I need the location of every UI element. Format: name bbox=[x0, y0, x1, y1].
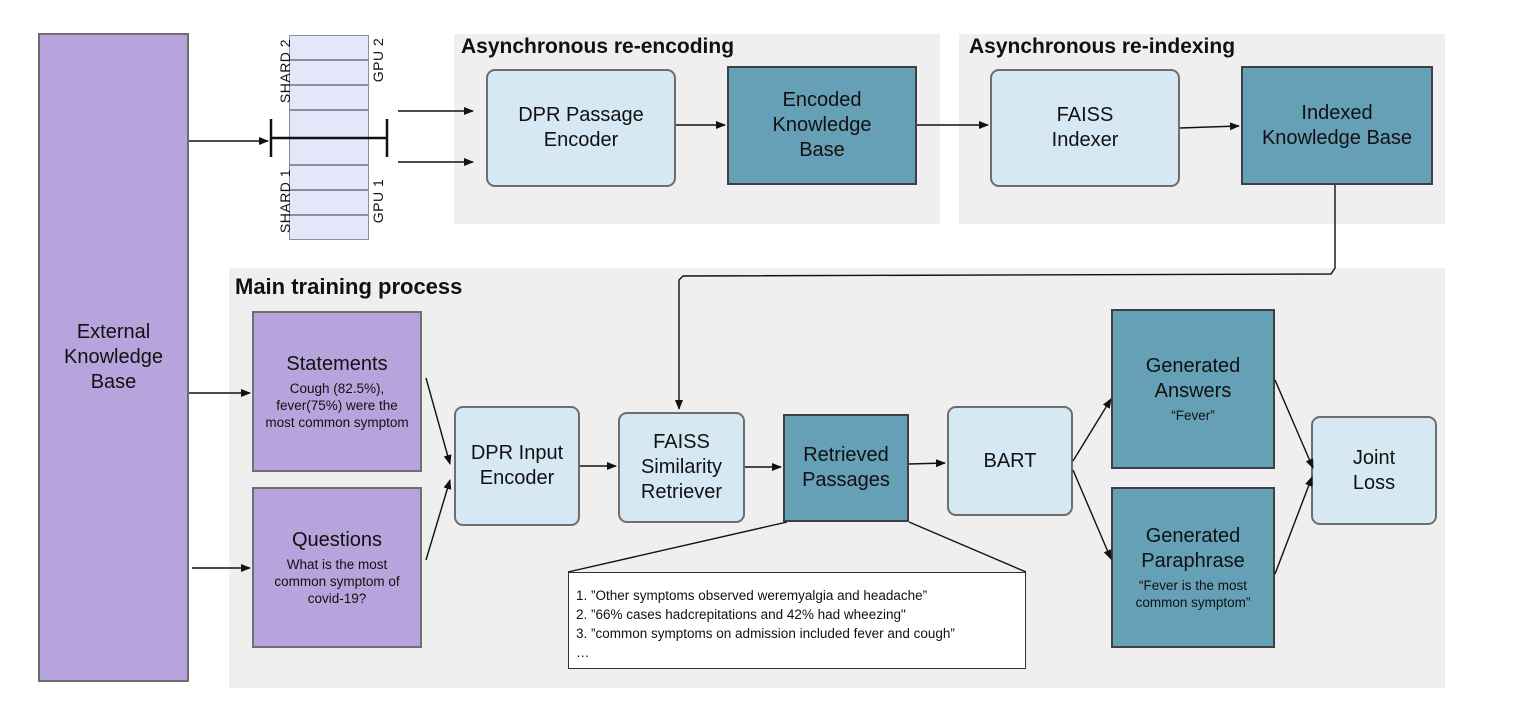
arrow-paraphrase-to-loss bbox=[1274, 476, 1313, 575]
dpr-input-encoder-label: DPR Input Encoder bbox=[470, 442, 564, 489]
shard-cell bbox=[289, 60, 369, 85]
shard-cell bbox=[289, 215, 369, 240]
external-knowledge-base: External Knowledge Base bbox=[38, 33, 189, 682]
generated-answers-text: “Fever” bbox=[1171, 408, 1215, 423]
bart-box: BART bbox=[947, 406, 1073, 516]
statements-box: Statements Cough (82.5%), fever(75%) wer… bbox=[252, 311, 422, 472]
shard-cell bbox=[289, 110, 369, 138]
joint-loss-label: Joint Loss bbox=[1352, 446, 1396, 494]
retrieved-example-2: 2. ”66% cases hadcrepitations and 42% ha… bbox=[576, 607, 906, 622]
shard-cell bbox=[289, 35, 369, 60]
generated-paraphrase-text: “Fever is the most common symptom” bbox=[1135, 578, 1251, 610]
encoded-knowledge-base: Encoded Knowledge Base bbox=[727, 66, 917, 185]
retrieved-example-1: 1. ”Other symptoms observed weremyalgia … bbox=[576, 588, 928, 603]
generated-paraphrase: Generated Paraphrase “Fever is the most … bbox=[1111, 487, 1275, 648]
faiss-similarity-retriever: FAISS Similarity Retriever bbox=[618, 412, 745, 523]
generated-paraphrase-title: Generated Paraphrase bbox=[1141, 525, 1245, 572]
callout-line-left bbox=[567, 521, 788, 573]
questions-box: Questions What is the most common sympto… bbox=[252, 487, 422, 648]
bart-label: BART bbox=[983, 449, 1037, 472]
retrieved-example-ellipsis: … bbox=[576, 645, 590, 660]
indexed-kb-label: Indexed Knowledge Base bbox=[1261, 101, 1413, 149]
arrow-bart-to-paraphrase bbox=[1072, 469, 1112, 560]
arrow-indexed-to-retriever bbox=[675, 185, 1336, 410]
faiss-indexer-label: FAISS Indexer bbox=[1051, 104, 1119, 151]
arrow-bart-to-answers bbox=[1072, 398, 1112, 462]
arrow-questions-to-dpr bbox=[425, 479, 452, 561]
callout-line-right bbox=[908, 521, 1027, 573]
main-training-title: Main training process bbox=[235, 274, 463, 299]
joint-loss: Joint Loss bbox=[1311, 416, 1437, 525]
statements-title: Statements bbox=[286, 353, 388, 375]
retrieved-example-3: 3. ”common symptoms on admission include… bbox=[576, 626, 955, 641]
arrow-indexer-to-indexed bbox=[1179, 122, 1240, 131]
dpr-passage-encoder-label: DPR Passage Encoder bbox=[518, 104, 644, 151]
shard-cell bbox=[289, 165, 369, 190]
questions-title: Questions bbox=[291, 529, 383, 551]
faiss-retriever-label: FAISS Similarity Retriever bbox=[640, 431, 723, 503]
reindexing-title: Asynchronous re-indexing bbox=[969, 35, 1236, 58]
questions-text: What is the most common symptom of covid… bbox=[274, 557, 400, 606]
generated-answers-title: Generated Answers bbox=[1145, 355, 1241, 402]
generated-answers: Generated Answers “Fever” bbox=[1111, 309, 1275, 469]
shard-cell bbox=[289, 85, 369, 110]
reencoding-title: Asynchronous re-encoding bbox=[461, 35, 735, 58]
indexed-knowledge-base: Indexed Knowledge Base bbox=[1241, 66, 1433, 185]
dpr-input-encoder: DPR Input Encoder bbox=[454, 406, 580, 526]
encoded-kb-label: Encoded Knowledge Base bbox=[772, 89, 872, 161]
retrieved-passages-label: Retrieved Passages bbox=[802, 444, 890, 491]
statements-text: Cough (82.5%), fever(75%) were the most … bbox=[265, 381, 409, 430]
retrieved-passages: Retrieved Passages bbox=[783, 414, 909, 522]
arrow-answers-to-loss bbox=[1274, 379, 1314, 469]
external-kb-label: External Knowledge Base bbox=[64, 321, 163, 393]
faiss-indexer: FAISS Indexer bbox=[990, 69, 1180, 187]
arrow-statements-to-dpr bbox=[425, 377, 452, 465]
shard-cell bbox=[289, 190, 369, 215]
dpr-passage-encoder: DPR Passage Encoder bbox=[486, 69, 676, 187]
arrow-passages-to-bart bbox=[908, 459, 946, 468]
retrieved-examples-callout: 1. ”Other symptoms observed weremyalgia … bbox=[568, 572, 1026, 669]
